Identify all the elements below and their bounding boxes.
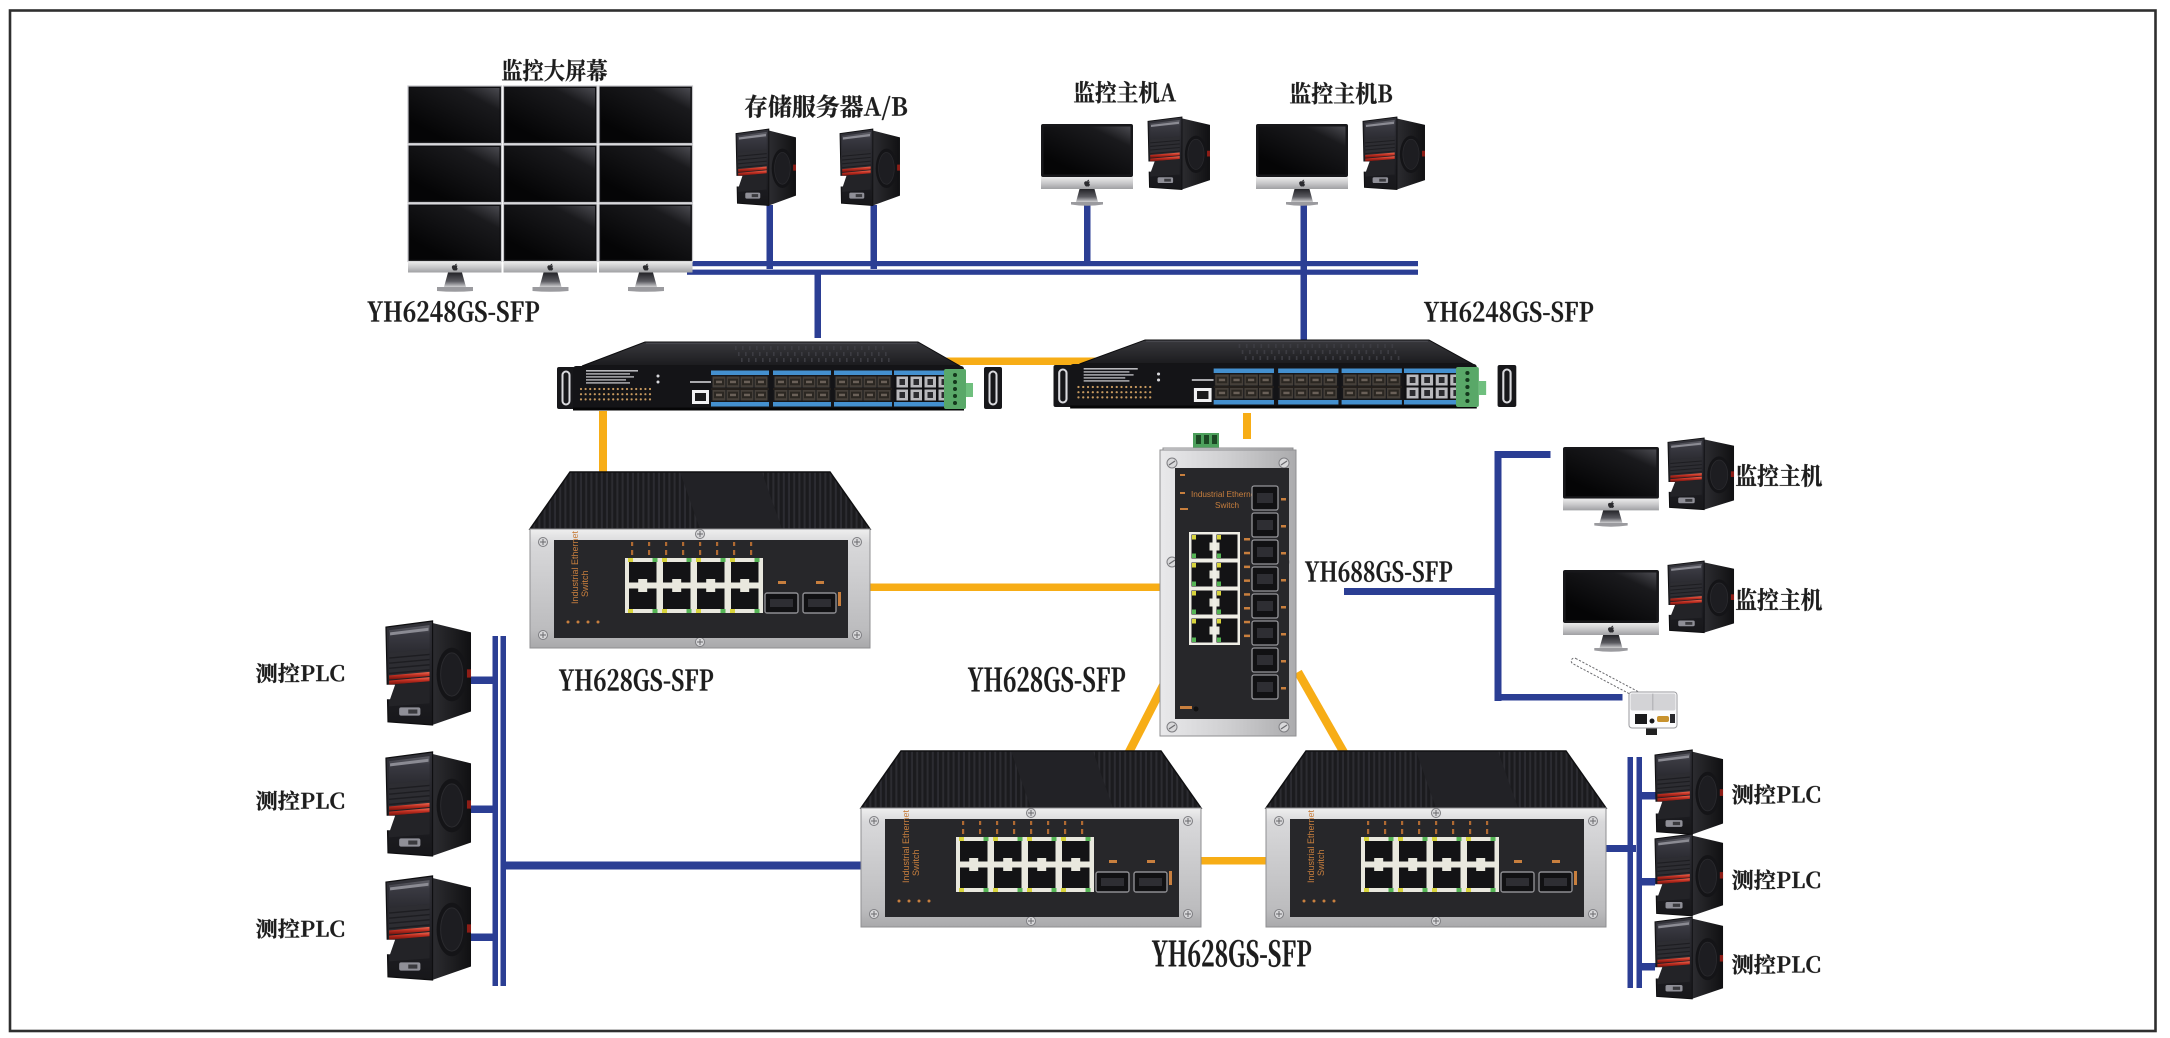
svg-text:Switch: Switch [580,570,590,597]
svg-text:Switch: Switch [1215,501,1240,510]
svg-text:Switch: Switch [911,849,921,876]
svg-text:Industrial Ethernet: Industrial Ethernet [570,530,580,604]
svg-text:Switch: Switch [1316,849,1326,876]
svg-text:Industrial Ethernet: Industrial Ethernet [1306,809,1316,883]
svg-text:Industrial Ethernet: Industrial Ethernet [1191,490,1258,499]
svg-text:Industrial Ethernet: Industrial Ethernet [901,809,911,883]
